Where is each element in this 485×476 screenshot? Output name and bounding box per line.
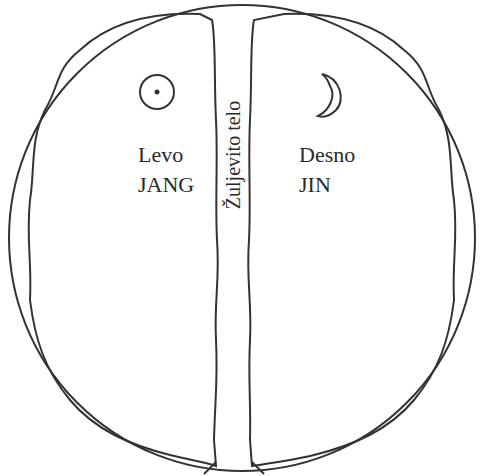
hemisphere-region: Levo JANG xyxy=(22,8,222,472)
hemisphere-outline xyxy=(29,14,218,466)
hemisphere-shape xyxy=(22,8,222,472)
hemisphere-region: Desno JIN xyxy=(244,8,464,472)
moon-symbol xyxy=(318,74,341,117)
hemisphere-label: Levo JANG xyxy=(138,140,194,199)
hemisphere-label: Desno JIN xyxy=(299,140,355,199)
vertical-label: Žuljevito telo xyxy=(223,101,243,209)
skull-circle xyxy=(9,5,475,471)
sun-dot xyxy=(155,90,160,95)
hemisphere-shape xyxy=(244,8,464,472)
hemisphere-outline xyxy=(248,14,455,466)
corpus-callosum-band: Žuljevito telo xyxy=(218,40,248,260)
sun-symbol xyxy=(140,75,174,109)
